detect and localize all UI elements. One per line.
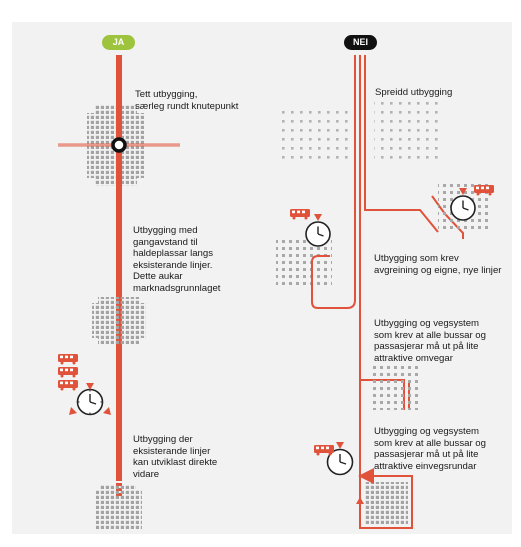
arrow-icon xyxy=(336,442,344,449)
route-node-icon xyxy=(111,137,127,153)
bus-icon xyxy=(314,445,334,456)
nei-label-branching: Utbygging som krev avgreining og eigne, … xyxy=(374,253,502,276)
bus-icon xyxy=(58,380,78,391)
arrow-icon xyxy=(314,214,322,221)
ja-label-walking-distance: Utbygging med gangavstand til haldeplass… xyxy=(133,225,221,294)
clock-icon xyxy=(450,195,476,221)
nei-label-detour: Utbygging og vegsystem som krev at alle … xyxy=(374,318,486,364)
loop-route xyxy=(358,468,413,529)
ja-column xyxy=(58,55,180,530)
sparse-area-left xyxy=(276,240,332,288)
sparse-area-top-right xyxy=(374,102,438,162)
nei-pill: NEI xyxy=(344,35,377,50)
nei-label-sparse: Spreidd utbygging xyxy=(375,87,453,98)
sparse-area-top-left xyxy=(282,108,350,160)
arrow-icon xyxy=(459,188,467,195)
ja-pill: JA xyxy=(102,35,135,50)
main-route-line xyxy=(354,55,366,300)
nei-label-oneway-loop: Utbygging og vegsystem som krev at alle … xyxy=(374,426,486,472)
dense-area-loop xyxy=(364,482,408,524)
nei-column xyxy=(276,55,494,529)
bus-icon xyxy=(290,209,310,220)
arrow-icon xyxy=(69,383,111,415)
branch-route-right xyxy=(364,205,439,233)
ja-label-extension: Utbygging der eksisterande linjer kan ut… xyxy=(133,434,218,480)
dense-area-bottom xyxy=(96,484,142,530)
clock-icon xyxy=(305,221,331,247)
branch-route-left xyxy=(311,255,356,309)
bus-icon xyxy=(474,185,494,196)
bus-icon xyxy=(58,367,78,378)
dense-area-middle xyxy=(92,297,146,344)
clock-icon xyxy=(326,448,354,476)
ja-label-dense: Tett utbygging, særleg rundt knutepunkt xyxy=(135,89,239,112)
arrow-icon xyxy=(356,497,364,504)
clock-icon xyxy=(76,388,104,416)
bus-icon xyxy=(58,354,78,365)
dense-area-detour xyxy=(370,366,418,410)
